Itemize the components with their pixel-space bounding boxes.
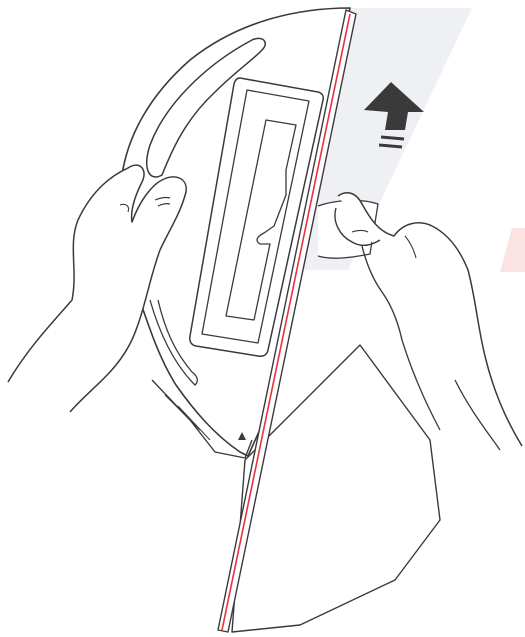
background-band-accent [500, 228, 525, 272]
